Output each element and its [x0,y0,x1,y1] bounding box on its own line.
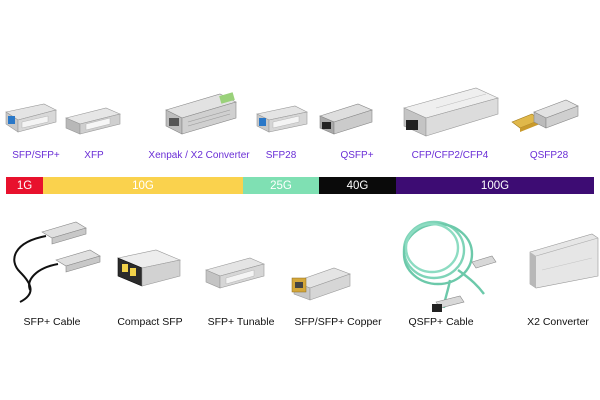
product-label-sfp-copper: SFP/SFP+ Copper [294,316,382,328]
compact-sfp-icon [116,249,182,287]
aoc-cable-icon [402,220,497,312]
speed-band-label: 40G [346,179,369,192]
cfp-module-icon [403,87,499,137]
speed-band-100g: 100G [396,177,594,194]
qsfp28-module-icon [511,99,579,132]
x2-converter-icon [529,233,599,289]
speed-band-label: 1G [16,179,33,192]
speed-band-25g: 25G [243,177,319,194]
product-label-qsfp: QSFP+ [340,150,374,161]
xenpak-module-icon [165,92,237,135]
product-label-x2-converter: X2 Converter [527,316,589,328]
copper-sfp-icon [291,267,351,301]
speed-band-label: 10G [132,179,154,192]
product-label-qsfp-cable: QSFP+ Cable [408,316,474,328]
product-label-sfp28: SFP28 [265,150,297,161]
tunable-sfp-icon [205,257,265,289]
product-label-xfp: XFP [84,150,104,161]
speed-band-1g: 1G [6,177,43,194]
sfp-module-icon [5,103,57,133]
dac-cable-icon [13,221,101,303]
product-label-cfp: CFP/CFP2/CFP4 [411,150,489,161]
sfp28-module-icon [256,105,308,133]
product-label-xenpak: Xenpak / X2 Converter [148,150,250,161]
product-label-sfp: SFP/SFP+ [12,150,60,161]
product-label-compact-sfp: Compact SFP [117,316,183,328]
qsfp-module-icon [319,103,373,135]
xfp-module-icon [65,107,121,135]
product-label-sfp-tunable: SFP+ Tunable [207,316,275,328]
speed-band-40g: 40G [319,177,396,194]
speed-band-10g: 10G [43,177,243,194]
speed-band-label: 100G [480,179,510,192]
product-label-qsfp28: QSFP28 [529,150,569,161]
speed-band-label: 25G [270,179,292,192]
product-label-sfp-cable: SFP+ Cable [23,316,81,328]
